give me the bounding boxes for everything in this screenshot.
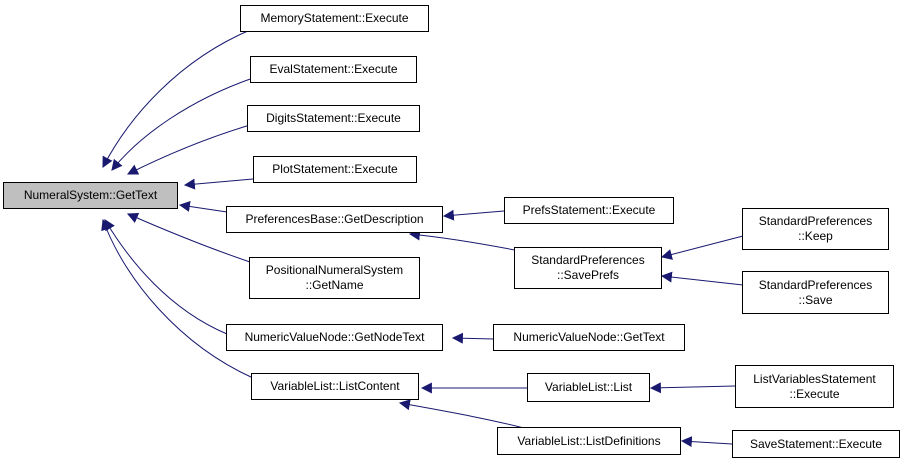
node-prefsstatement-execute[interactable]: PrefsStatement::Execute	[504, 197, 674, 224]
node-label: DigitsStatement::Execute	[266, 111, 401, 125]
node-memorystatement-execute[interactable]: MemoryStatement::Execute	[240, 5, 429, 32]
node-standardpreferences-save[interactable]: StandardPreferences ::Save	[742, 271, 889, 314]
node-label: PlotStatement::Execute	[272, 162, 398, 176]
node-label: PrefsStatement::Execute	[522, 203, 656, 217]
node-label: VariableList::ListContent	[270, 379, 400, 393]
edge-nvn-getnodetext-to-root	[104, 219, 228, 335]
edge-prefsstmt-to-prefsbase	[442, 209, 505, 221]
node-preferencesbase-getdescription[interactable]: PreferencesBase::GetDescription	[226, 206, 443, 233]
node-label-line1: StandardPreferences	[758, 277, 873, 292]
edge-savestmt-to-listdefs	[680, 436, 733, 448]
node-label: NumeralSystem::GetText	[23, 188, 158, 202]
node-label-line1: StandardPreferences	[531, 253, 645, 267]
edge-keep-to-saveprefs	[660, 235, 744, 260]
node-evalstatement-execute[interactable]: EvalStatement::Execute	[250, 56, 417, 83]
edge-plot-to-root	[183, 178, 254, 190]
node-listvariablesstatement-execute[interactable]: ListVariablesStatement ::Execute	[735, 365, 894, 408]
edge-listvars-to-list	[649, 382, 736, 394]
node-positionalnumeralsystem-getname[interactable]: PositionalNumeralSystem ::GetName	[249, 257, 420, 299]
node-label: MemoryStatement::Execute	[260, 11, 409, 25]
edge-saveprefs-to-prefsbase	[408, 229, 531, 254]
node-variablelist-listdefinitions[interactable]: VariableList::ListDefinitions	[497, 427, 681, 455]
edge-digits-to-root	[127, 124, 251, 175]
node-label-line1: ListVariablesStatement	[753, 371, 876, 386]
edge-memory-to-root	[102, 29, 251, 168]
edge-nvn-gettext-to-nvn-getnodetext	[451, 332, 495, 344]
node-label: VariableList::ListDefinitions	[517, 433, 661, 448]
node-plotstatement-execute[interactable]: PlotStatement::Execute	[253, 156, 417, 183]
node-label: EvalStatement::Execute	[269, 62, 398, 76]
edge-save-to-saveprefs	[660, 271, 744, 286]
node-label-line1: PositionalNumeralSystem	[265, 263, 404, 277]
node-standardpreferences-keep[interactable]: StandardPreferences ::Keep	[742, 208, 889, 250]
node-label: PreferencesBase::GetDescription	[245, 212, 424, 226]
node-label-line2: ::Execute	[789, 386, 840, 401]
node-label: NumericValueNode::GetText	[513, 330, 665, 344]
node-label-line2: ::Keep	[798, 229, 833, 243]
node-label-line2: ::SavePrefs	[556, 268, 620, 282]
node-variablelist-listcontent[interactable]: VariableList::ListContent	[251, 373, 419, 400]
edge-positional-to-root	[126, 212, 251, 263]
node-numericvaluenode-gettext[interactable]: NumericValueNode::GetText	[493, 324, 685, 351]
node-label-line1: StandardPreferences	[758, 214, 873, 228]
node-savestatement-execute[interactable]: SaveStatement::Execute	[732, 430, 900, 458]
node-label: NumericValueNode::GetNodeText	[244, 330, 425, 344]
node-variablelist-list[interactable]: VariableList::List	[527, 373, 650, 402]
edge-prefsbase-to-root	[178, 201, 228, 213]
edge-eval-to-root	[111, 77, 254, 171]
node-label-line2: ::Save	[798, 292, 833, 307]
edge-varlist-content-to-root	[101, 218, 254, 379]
node-label: VariableList::List	[544, 380, 633, 394]
node-label-line2: ::GetName	[305, 278, 364, 292]
node-standardpreferences-saveprefs[interactable]: StandardPreferences ::SavePrefs	[514, 247, 662, 289]
node-label: SaveStatement::Execute	[749, 436, 883, 451]
node-digitsstatement-execute[interactable]: DigitsStatement::Execute	[247, 105, 420, 132]
node-numeralsystem-gettext[interactable]: NumeralSystem::GetText	[3, 182, 178, 209]
node-numericvaluenode-getnodetext[interactable]: NumericValueNode::GetNodeText	[226, 324, 443, 351]
